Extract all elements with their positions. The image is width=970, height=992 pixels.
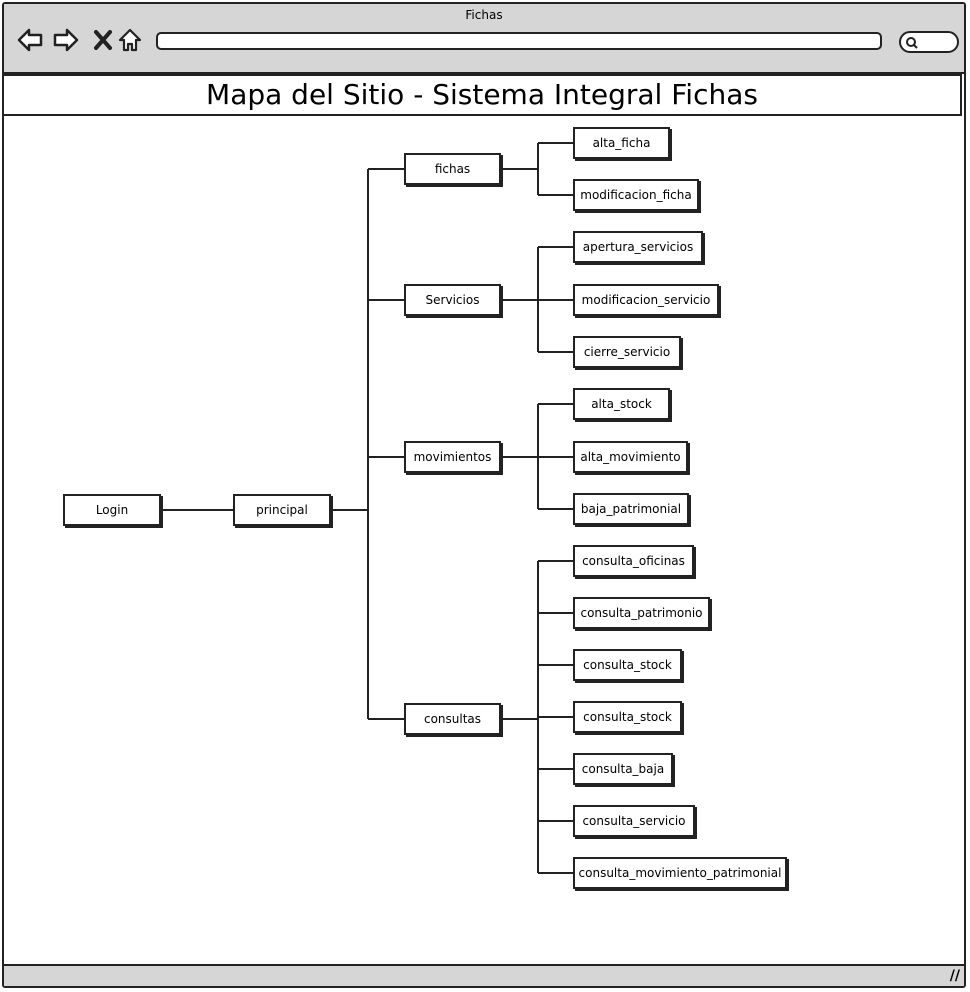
node-consulta-baja: consulta_baja (573, 753, 673, 785)
node-consulta-servicio: consulta_servicio (573, 805, 695, 837)
node-consulta-patrimonio: consulta_patrimonio (573, 597, 710, 629)
page-title: Mapa del Sitio - Sistema Integral Fichas (2, 74, 962, 116)
search-icon (906, 37, 918, 49)
node-apertura-servicios: apertura_servicios (573, 231, 703, 263)
close-icon[interactable] (90, 26, 118, 54)
node-principal: principal (233, 494, 331, 526)
node-alta-movimiento: alta_movimiento (573, 441, 688, 473)
node-login: Login (63, 494, 161, 526)
node-consulta-oficinas: consulta_oficinas (573, 545, 694, 577)
node-consulta-movimiento-patrimonial: consulta_movimiento_patrimonial (573, 857, 787, 889)
node-baja-patrimonial: baja_patrimonial (573, 493, 689, 525)
url-input[interactable] (156, 32, 882, 50)
back-arrow-icon[interactable] (16, 26, 44, 54)
node-consulta-stock: consulta_stock (573, 649, 682, 681)
node-consulta-stock: consulta_stock (573, 701, 682, 733)
resize-grip-icon[interactable]: // (949, 968, 960, 984)
node-modificacion-ficha: modificacion_ficha (573, 179, 699, 211)
node-alta-stock: alta_stock (573, 388, 670, 420)
node-cierre-servicio: cierre_servicio (573, 336, 681, 368)
browser-toolbar: Fichas (4, 4, 964, 74)
node-modificacion-servicio: modificacion_servicio (573, 284, 719, 316)
node-consultas: consultas (404, 703, 501, 735)
forward-arrow-icon[interactable] (52, 26, 80, 54)
home-icon[interactable] (116, 26, 144, 54)
node-alta-ficha: alta_ficha (573, 127, 670, 159)
window-title: Fichas (465, 8, 503, 22)
search-box[interactable] (899, 31, 959, 53)
status-bar: // (4, 964, 964, 986)
node-movimientos: movimientos (404, 441, 501, 473)
node-fichas: fichas (404, 153, 501, 185)
node-servicios: Servicios (404, 284, 501, 316)
